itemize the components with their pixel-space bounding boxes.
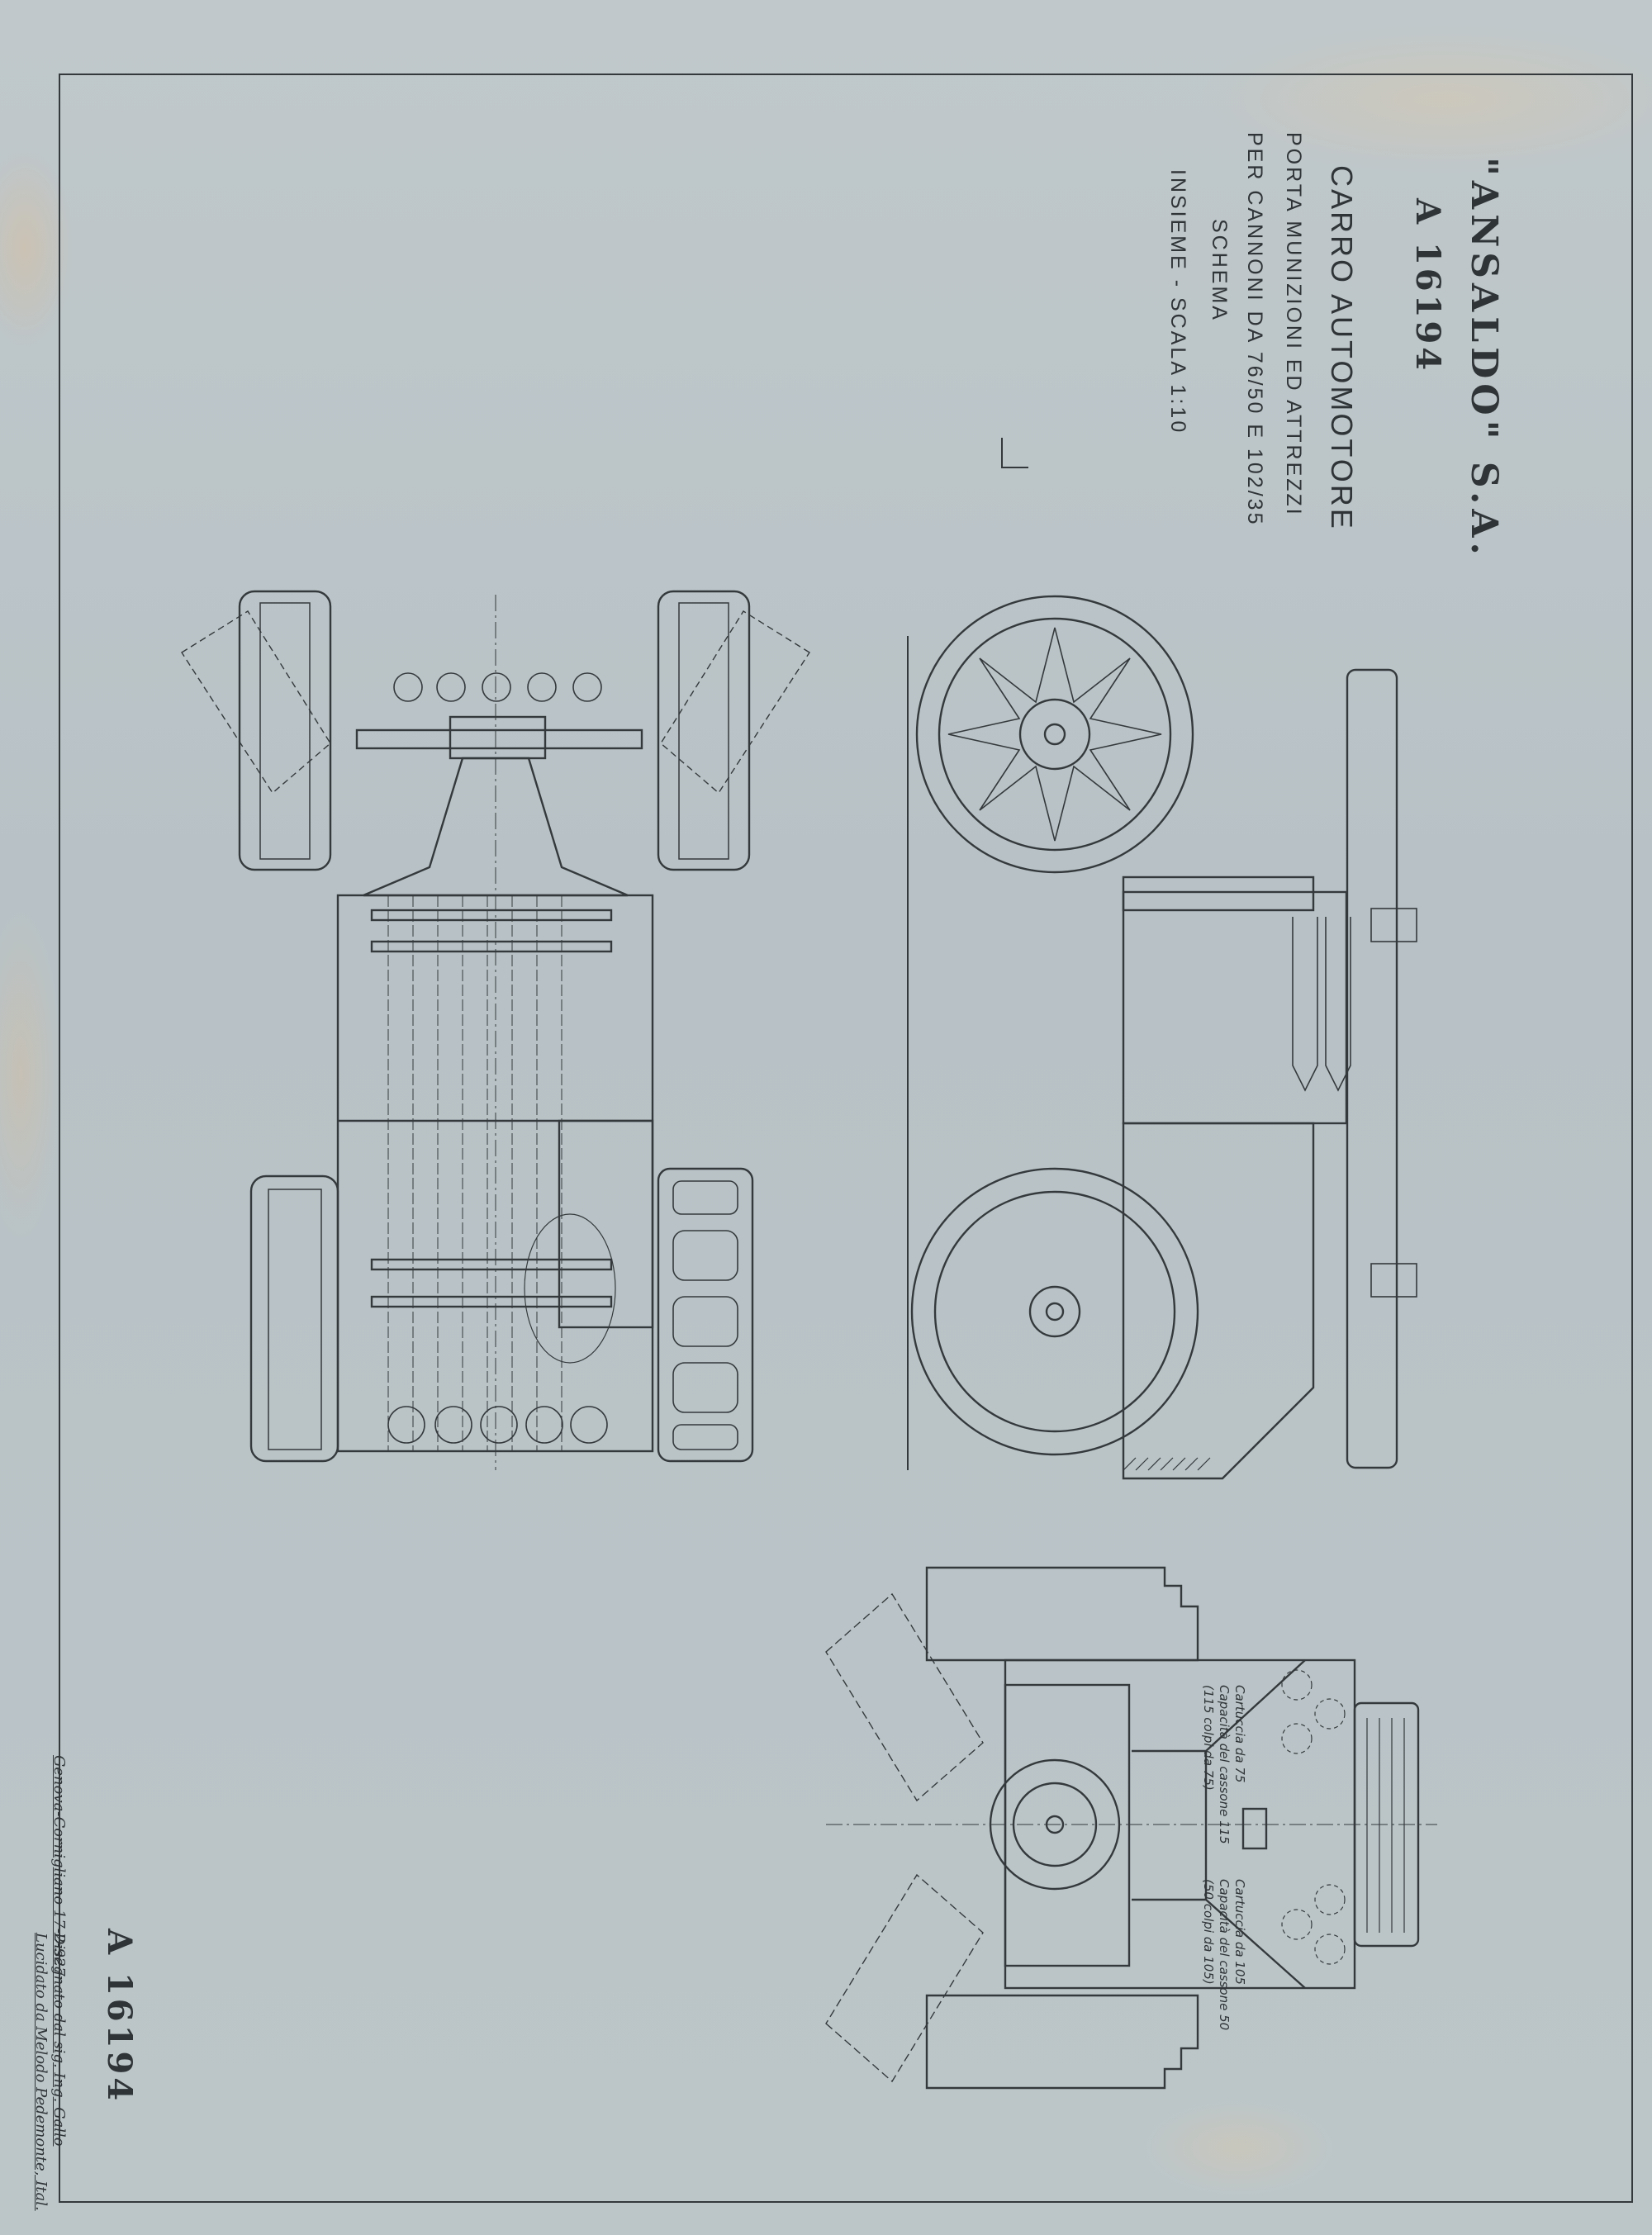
- subtitle-line-2: PER CANNONI DA 76/50 E 102/35: [1243, 132, 1266, 527]
- rear-right-track: [657, 1167, 754, 1463]
- front-wheel-tyre: [938, 617, 1172, 852]
- frame-clamps: [1370, 908, 1417, 1298]
- pedestal: [1132, 1659, 1306, 1989]
- rear-left-wheel: [249, 1174, 339, 1463]
- footer-drawing-number: A 16194: [100, 1929, 139, 2105]
- traced-by: Lucidato da Melodo Pedemonte, Ital.: [32, 1933, 50, 2211]
- side-rear-body: [1122, 1122, 1315, 1480]
- rear-wheel-rim: [933, 1190, 1176, 1433]
- annotation-line: Cartuccia da 75: [1232, 1685, 1247, 1783]
- front-wheel-bottom: [925, 1994, 1199, 2090]
- drawing-number: A 16194: [1408, 198, 1447, 374]
- traced-by-text: Lucidato da Melodo Pedemonte, Ital.: [32, 1933, 50, 2211]
- drawing-title: CARRO AUTOMOTORE: [1325, 165, 1359, 531]
- front-axle: [355, 728, 643, 750]
- annotation-line: Cartuccia da 105: [1232, 1879, 1247, 1985]
- inspection-window: [1241, 1807, 1268, 1850]
- steered-wheel-ghost-2: [825, 1873, 984, 2083]
- longitudinal-lines: [387, 895, 563, 1451]
- drawing-border: [59, 74, 1633, 2203]
- drawn-by: Disegnato dal sig. Ing. Gallo: [50, 1933, 68, 2147]
- annotation-cartridge-105: Cartuccia da 105 Capacità del cassone 50…: [1200, 1879, 1247, 2030]
- steer-arc-right: [660, 610, 810, 795]
- front-left-wheel: [238, 590, 332, 871]
- side-hood: [1122, 875, 1315, 912]
- rear-wheel-axle: [1045, 1302, 1065, 1322]
- front-drum-row: [393, 672, 602, 702]
- rear-wheel-tyre: [910, 1167, 1199, 1456]
- radiator-fins: [1366, 1718, 1405, 1933]
- steered-wheel-ghost: [825, 1592, 984, 1802]
- company-name: "ANSALDO" S.A.: [1463, 157, 1505, 560]
- side-body: [1122, 890, 1348, 1125]
- ammo-circles: [1281, 1669, 1346, 1965]
- rear-frame: [1346, 668, 1398, 1469]
- rear-left-wheel-inner: [268, 1189, 322, 1450]
- driver-figure: [524, 1213, 616, 1364]
- front-wheel-rim: [915, 595, 1194, 874]
- track-pads: [672, 1180, 738, 1450]
- steer-arc-left: [181, 610, 331, 795]
- shell-projectiles: [1292, 917, 1351, 1092]
- seat-area: [558, 1119, 654, 1329]
- front-wheel-spokes: [947, 627, 1162, 842]
- front-right-wheel-inner: [678, 602, 729, 860]
- upper-bracket-2: [370, 940, 613, 953]
- annotation-line: Capacità del cassone 115: [1217, 1685, 1232, 1844]
- axle-housing: [1004, 1683, 1131, 1967]
- corner-mark: [1001, 438, 1028, 468]
- front-left-wheel-inner: [259, 602, 311, 860]
- rear-drum-row: [387, 1406, 608, 1444]
- plan-view: [181, 590, 810, 1470]
- drawing-type: SCHEMA: [1208, 219, 1231, 322]
- annotation-line: Capacità del cassone 50: [1217, 1879, 1232, 2031]
- rear-wheel-hub: [1028, 1285, 1081, 1338]
- front-right-wheel: [657, 590, 751, 871]
- front-view: [825, 1566, 1437, 2090]
- front-hub-inner: [1012, 1782, 1098, 1867]
- drawn-by-text: Disegnato dal sig. Ing. Gallo: [50, 1933, 68, 2147]
- front-wheel-hub: [1018, 698, 1091, 771]
- annotation-line: (50 colpi da 105): [1201, 1879, 1216, 1985]
- lower-bracket: [370, 1258, 613, 1271]
- side-view: [907, 595, 1417, 1480]
- steering-box: [449, 715, 547, 760]
- upper-bracket: [370, 909, 613, 922]
- drawing-scale: INSIEME - SCALA 1:10: [1166, 169, 1189, 435]
- subtitle-line-1: PORTA MUNIZIONI ED ATTREZZI: [1282, 132, 1305, 517]
- front-wheel-axle: [1043, 723, 1066, 746]
- hatch-marks: [1123, 1457, 1211, 1471]
- annotation-cartridge-75: Cartuccia da 75 Capacità del cassone 115…: [1200, 1685, 1247, 1844]
- lower-bracket-2: [370, 1295, 613, 1308]
- annotation-line: (115 colpi da 75): [1201, 1685, 1216, 1791]
- front-wheel-top: [925, 1566, 1199, 1662]
